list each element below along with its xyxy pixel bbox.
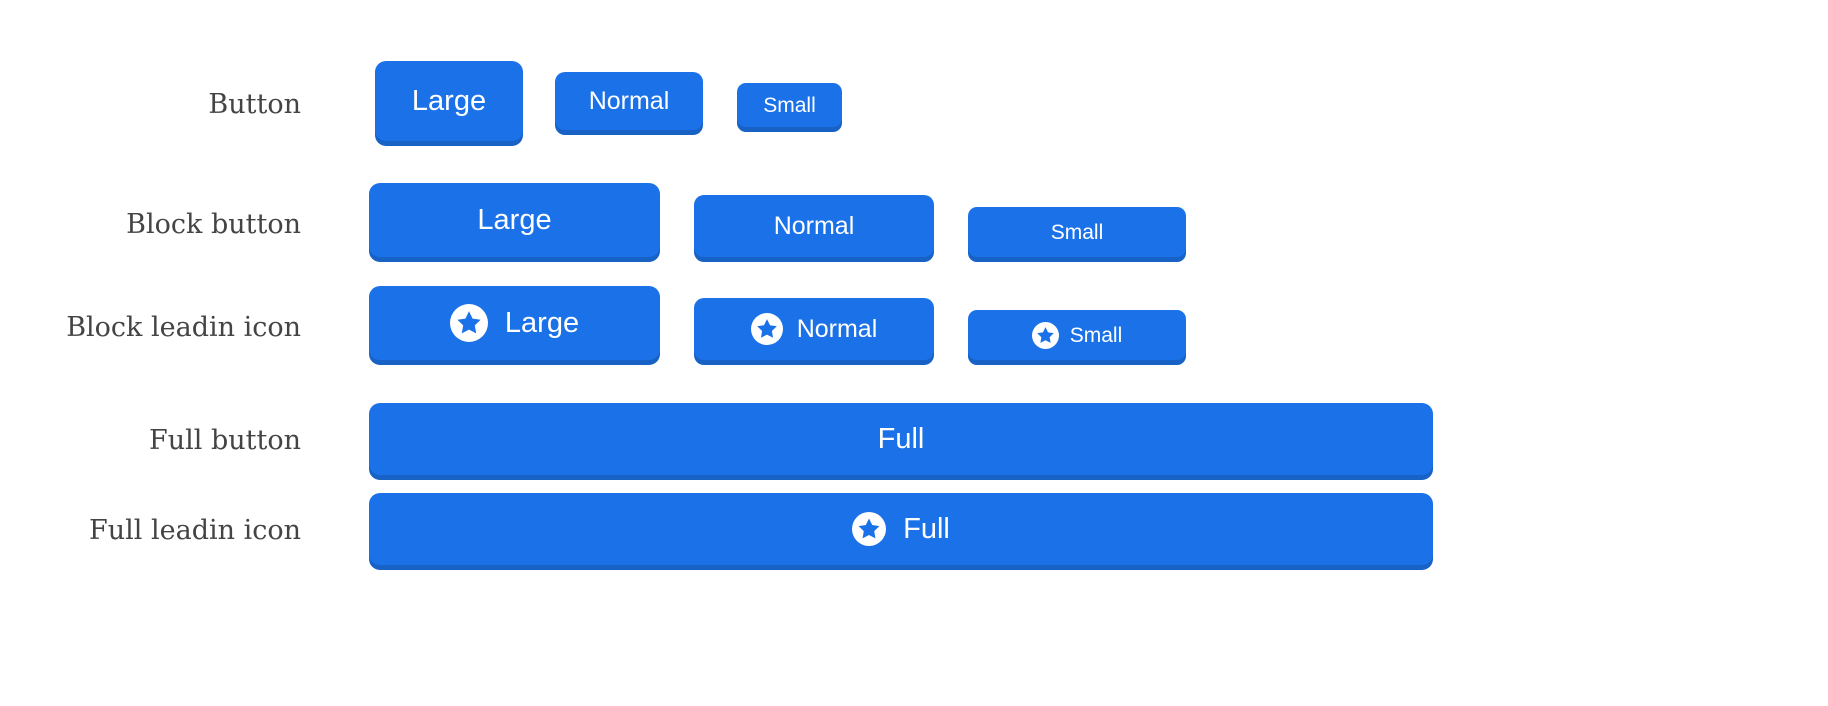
row-full-button: Full button Full	[0, 403, 1828, 477]
row-label-full-button: Full button	[149, 424, 301, 456]
row-items-full-leadin-icon: Full	[335, 493, 1828, 567]
row-label-button: Button	[208, 88, 301, 120]
block-button-large[interactable]: Large	[369, 183, 660, 257]
block-button-large-label: Large	[477, 203, 552, 236]
star-icon	[750, 313, 783, 345]
button-large-label: Large	[411, 84, 487, 117]
row-block-button: Block button Large Normal Small	[0, 183, 1828, 265]
button-normal-label: Normal	[588, 86, 670, 115]
block-leadin-button-small-label: Small	[1069, 323, 1123, 347]
full-button-label: Full	[877, 422, 925, 455]
button-large[interactable]: Large	[375, 61, 523, 141]
row-label-block-button: Block button	[126, 208, 301, 240]
star-icon	[1031, 321, 1059, 349]
row-block-leadin-icon: Block leadin icon Large	[0, 286, 1828, 368]
button-small-label: Small	[763, 93, 816, 117]
full-leadin-button-label: Full	[903, 512, 950, 545]
full-leadin-button[interactable]: Full	[369, 493, 1433, 565]
block-button-normal[interactable]: Normal	[694, 195, 934, 257]
block-button-small[interactable]: Small	[968, 207, 1186, 257]
button-normal[interactable]: Normal	[555, 72, 703, 130]
row-label-block-leadin-icon: Block leadin icon	[66, 311, 301, 343]
full-button[interactable]: Full	[369, 403, 1433, 475]
row-items-block-button: Large Normal Small	[335, 183, 1828, 265]
row-button: Button Large Normal Small	[0, 58, 1828, 150]
button-small[interactable]: Small	[737, 83, 842, 127]
row-items-full-button: Full	[335, 403, 1828, 477]
star-icon	[852, 512, 887, 546]
block-leadin-button-normal-label: Normal	[796, 314, 878, 343]
row-full-leadin-icon: Full leadin icon Full	[0, 493, 1828, 567]
block-button-normal-label: Normal	[773, 211, 855, 240]
block-leadin-button-normal[interactable]: Normal	[694, 298, 934, 360]
row-items-block-leadin-icon: Large Normal	[335, 286, 1828, 368]
row-items-button: Large Normal Small	[335, 58, 1828, 150]
block-leadin-button-large-label: Large	[504, 306, 580, 339]
row-label-full-leadin-icon: Full leadin icon	[89, 514, 301, 546]
star-icon	[449, 304, 488, 342]
block-leadin-button-large[interactable]: Large	[369, 286, 660, 360]
block-button-small-label: Small	[1050, 220, 1104, 244]
block-leadin-button-small[interactable]: Small	[968, 310, 1186, 360]
